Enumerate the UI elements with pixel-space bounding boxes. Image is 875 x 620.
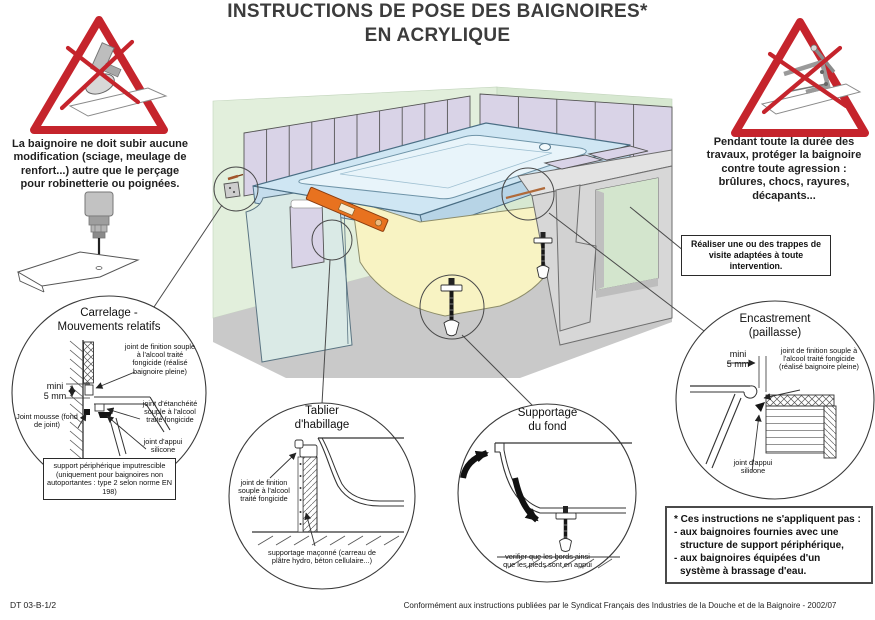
tub-foot-icon [533,232,553,279]
wall-bracket-icon [223,173,244,199]
scene-callout-circles [213,166,555,340]
bench-tile [543,154,604,170]
tablier-title: Tablier d'habillage [294,405,350,431]
tablier-supportage-label: supportage maçonné (carreau de plâtre hy… [268,548,376,566]
supportage-circle [457,403,637,583]
carrelage-mini-label: mini 5 mm [43,381,67,402]
doc-reference: DT 03-B-1/2 [10,600,57,610]
page-title: INSTRUCTIONS DE POSE DES BAIGNOIRES* EN … [0,0,875,48]
warning-right-text: Pendant toute la durée des travaux, prot… [706,136,862,202]
page-title-line2: EN ACRYLIQUE [364,24,511,46]
note-line: * Ces instructions ne s'appliquent pas : [674,514,861,525]
drill-icon [16,191,140,293]
encastrement-mini-label: mini 5 mm [726,349,750,370]
protect-bathtub-warning-icon [731,18,869,137]
note-line: - aux baignoires équipées d'un [674,553,821,564]
carrelage-support-box: support périphérique imputrescible (uniq… [43,458,176,501]
bench-tile [587,145,649,161]
encastrement-drawing [690,356,837,473]
footer-credit: Conformément aux instructions publiées p… [403,601,837,610]
exclusions-note-box: * Ces instructions ne s'appliquent pas :… [665,506,873,584]
tile-panel [289,200,325,269]
tub-foot-icon [440,278,463,337]
no-modification-warning-icon [30,16,168,134]
encastrement-appui-label: joint d'appui silicone [733,458,773,476]
masonry-support [505,145,673,346]
overflow-hole [539,143,551,151]
tablier-circle [228,402,416,590]
tub-basin [298,134,587,200]
supportage-title: Supportage du fond [517,407,578,433]
note-line: structure de support périphérique, [680,540,844,551]
tablier-drawing [252,437,404,547]
encastrement-title: Encastrement (paillasse) [739,313,811,339]
tablier-finition-label: joint de finition souple à l'alcool trai… [238,478,290,504]
page-title-line1: INSTRUCTIONS DE POSE DES BAIGNOIRES* [227,1,648,22]
carrelage-mousse-label: Joint mousse (fond de joint) [16,412,78,430]
supportage-drawing [460,442,632,569]
spirit-level-icon [305,186,389,232]
warning-left-text: La baignoire ne doit subir aucune modifi… [11,138,189,191]
carrelage-appui-label: joint d'appui silicone [143,437,183,455]
carrelage-title: Carrelage - Mouvements relatifs [57,307,161,333]
note-line: - aux baignoires fournies avec une [674,527,839,538]
carrelage-etancheite-label: joint d'étanchéité souple à l'alcool tra… [142,399,198,425]
apron-panel [245,185,353,363]
supportage-verifier-label: verifier que les bords ainsi que les pie… [503,552,592,570]
encastrement-finition-label: joint de finition souple à l'alcool trai… [779,346,859,372]
trappe-note-box: Réaliser une ou des trappes de visite ad… [681,235,831,276]
carrelage-finition-label: joint de finition souple à l'alcool trai… [124,342,196,376]
note-line: système à brassage d'eau. [680,566,807,577]
leader-lines [151,204,705,408]
seal-joint [505,186,546,200]
